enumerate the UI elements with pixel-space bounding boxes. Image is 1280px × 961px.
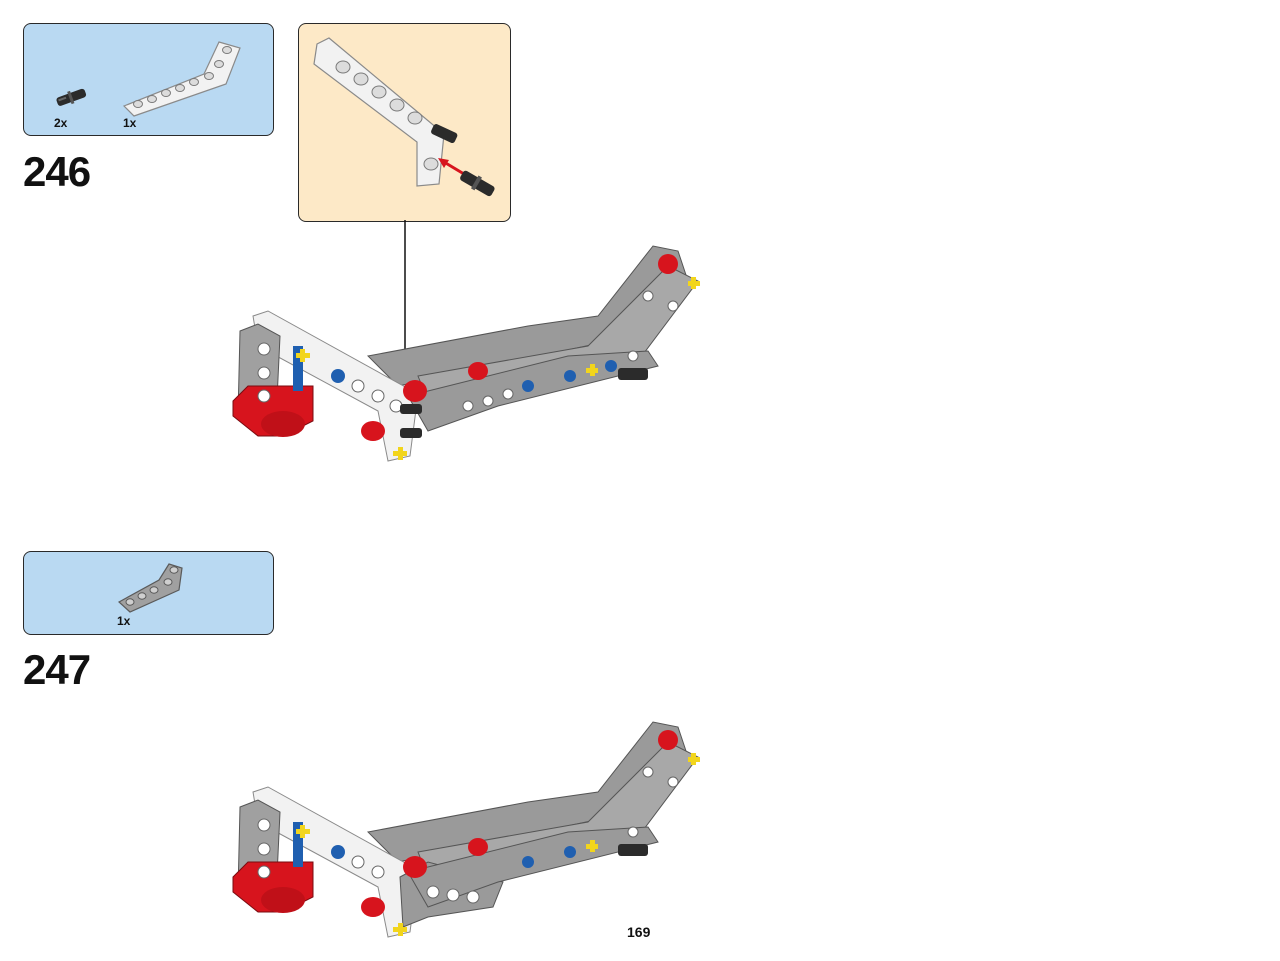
model-illustration-step-247	[232, 721, 700, 938]
step-number: 246	[23, 148, 91, 195]
parts-illustration	[56, 41, 241, 117]
parts-list-step-246: 2x 1x	[23, 23, 274, 136]
part-qty: 1x	[117, 614, 131, 628]
page-number: 169	[627, 924, 651, 940]
part-qty: 2x	[54, 116, 68, 130]
callout-illustration	[313, 37, 495, 197]
model-assembly	[232, 721, 700, 938]
part-qty: 1x	[123, 116, 137, 130]
model-assembly	[232, 245, 700, 462]
white-bent-beam-icon	[122, 41, 241, 117]
parts-list-step-247: 1x	[23, 551, 274, 635]
black-friction-pin-icon	[56, 88, 87, 106]
model-illustration-step-246	[232, 245, 700, 462]
parts-illustration	[117, 563, 183, 613]
sub-assembly-callout	[298, 23, 511, 222]
step-number: 247	[23, 646, 91, 693]
gray-l-beam-icon	[117, 563, 183, 613]
